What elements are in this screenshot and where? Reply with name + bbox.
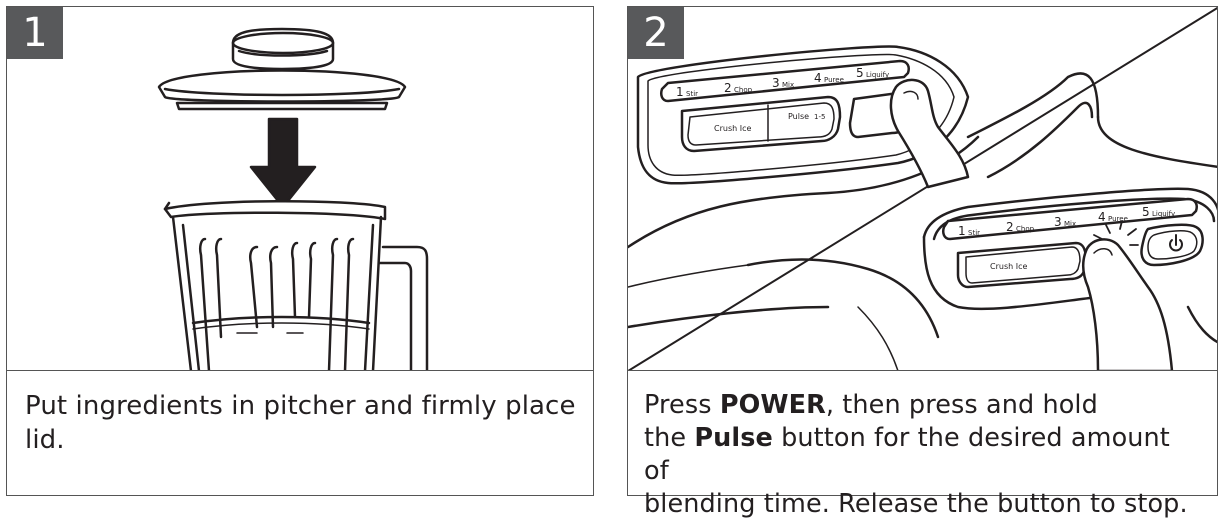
speed-2-sub: Chop [1016,225,1035,233]
control-panel-illustration: 1 Stir 2 Chop 3 Mix 4 Puree 5 Liquify Cr… [628,7,1217,370]
pulse-label: Pulse [788,112,809,121]
speed-5-label: 5 [856,66,864,80]
speed-1-sub: Stir [686,90,698,98]
speed-4-sub: Puree [1108,215,1128,223]
speed-4-sub: Puree [824,76,844,84]
speed-3-sub: Mix [782,81,794,89]
speed-3-label: 3 [1054,215,1062,229]
speed-1-label: 1 [958,224,966,238]
crush-ice-label: Crush Ice [990,262,1027,271]
step-2-caption: Press POWER, then press and hold the Pul… [644,389,1201,521]
speed-1-sub: Stir [968,229,980,237]
crush-ice-label: Crush Ice [714,124,751,133]
step-2-illustration: 1 Stir 2 Chop 3 Mix 4 Puree 5 Liquify Cr… [628,7,1217,371]
step-1-caption: Put ingredients in pitcher and firmly pl… [25,391,576,455]
step-2-panel: 2 [627,6,1218,519]
pulse-sub: 1-5 [814,113,825,121]
speed-5-sub: Liquify [1152,210,1175,218]
speed-1-label: 1 [676,85,684,99]
pulse-emphasis: Pulse [694,423,773,453]
speed-2-sub: Chop [734,86,753,94]
caption-text: blending time. Release the button to sto… [644,489,1188,519]
speed-5-label: 5 [1142,205,1150,219]
caption-text: Press [644,390,720,420]
speed-2-label: 2 [724,81,732,95]
caption-text: , then press and hold [825,390,1098,420]
lid-onto-pitcher-illustration [157,27,429,370]
speed-5-sub: Liquify [866,71,889,79]
step-number-badge: 2 [628,7,684,59]
speed-2-label: 2 [1006,220,1014,234]
step-1-panel: 1 [6,6,594,496]
power-emphasis: POWER [719,390,826,420]
caption-text: button for the desired amount of [644,423,1170,486]
speed-4-label: 4 [814,71,822,85]
speed-4-label: 4 [1098,210,1106,224]
step-1-illustration [7,7,593,371]
caption-text: the [644,423,695,453]
step-number-badge: 1 [7,7,63,59]
speed-3-label: 3 [772,76,780,90]
speed-3-sub: Mix [1064,220,1076,228]
